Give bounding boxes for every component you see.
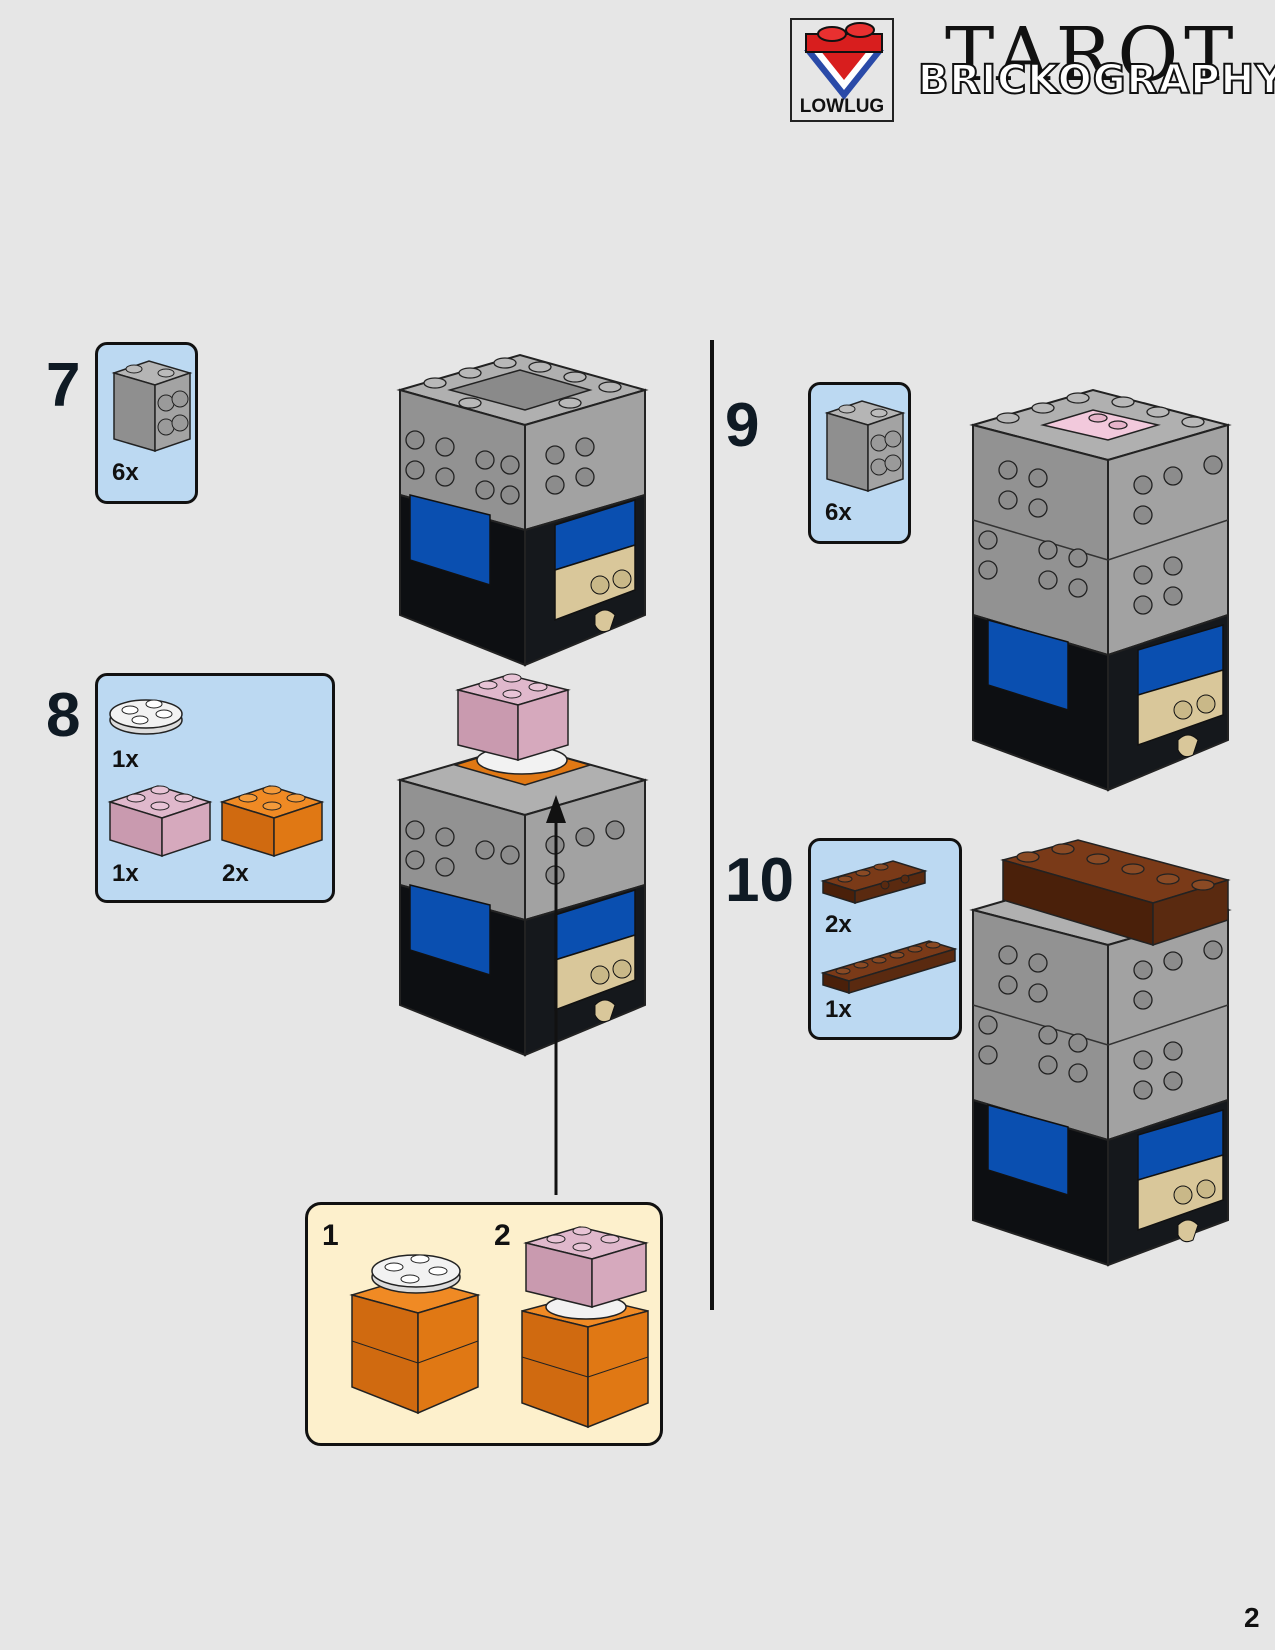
step-number: 9 bbox=[725, 391, 760, 460]
lowlug-brick-icon bbox=[804, 22, 884, 100]
lowlug-logo-text: LOWLUG bbox=[799, 96, 885, 117]
gray-brick-icon bbox=[824, 400, 906, 493]
part-quantity: 1x bbox=[825, 996, 852, 1023]
orange-brick-icon bbox=[219, 785, 325, 858]
brown-long-plate-icon bbox=[820, 940, 958, 995]
step10-model bbox=[969, 839, 1232, 1267]
subassembly-step2-model bbox=[521, 1226, 649, 1429]
arrow-up-icon bbox=[546, 795, 566, 1195]
substep-number: 2 bbox=[494, 1219, 511, 1252]
brown-plate-icon bbox=[820, 860, 928, 905]
white-round-plate-icon bbox=[109, 699, 183, 735]
lowlug-logo: LOWLUG bbox=[790, 18, 894, 122]
pink-brick-icon bbox=[107, 785, 213, 858]
parts-callout: 2x 1x bbox=[808, 838, 962, 1040]
step7-model bbox=[396, 353, 649, 667]
step9-model bbox=[969, 388, 1232, 792]
brand-subtitle: BRICKOGRAPHY bbox=[917, 57, 1275, 103]
substep-number: 1 bbox=[322, 1219, 339, 1252]
page-number: 2 bbox=[1244, 1602, 1260, 1633]
column-divider bbox=[710, 340, 714, 1310]
parts-callout: 6x bbox=[808, 382, 911, 544]
gray-brick-icon bbox=[111, 360, 193, 453]
step-number: 8 bbox=[46, 681, 81, 750]
step-number: 7 bbox=[46, 351, 81, 420]
subassembly-step1-model bbox=[349, 1254, 481, 1415]
part-quantity: 6x bbox=[112, 459, 139, 486]
brand-title: TAROT bbox=[945, 12, 1240, 98]
parts-callout: 6x bbox=[95, 342, 198, 504]
part-quantity: 2x bbox=[222, 860, 249, 887]
step-number: 10 bbox=[725, 846, 794, 915]
subassembly-panel: 1 2 bbox=[305, 1202, 663, 1446]
part-quantity: 2x bbox=[825, 911, 852, 938]
step8-model bbox=[396, 673, 649, 1057]
part-quantity: 1x bbox=[112, 860, 139, 887]
parts-callout: 1x 1x 2x bbox=[95, 673, 335, 903]
part-quantity: 6x bbox=[825, 499, 852, 526]
part-quantity: 1x bbox=[112, 746, 139, 773]
